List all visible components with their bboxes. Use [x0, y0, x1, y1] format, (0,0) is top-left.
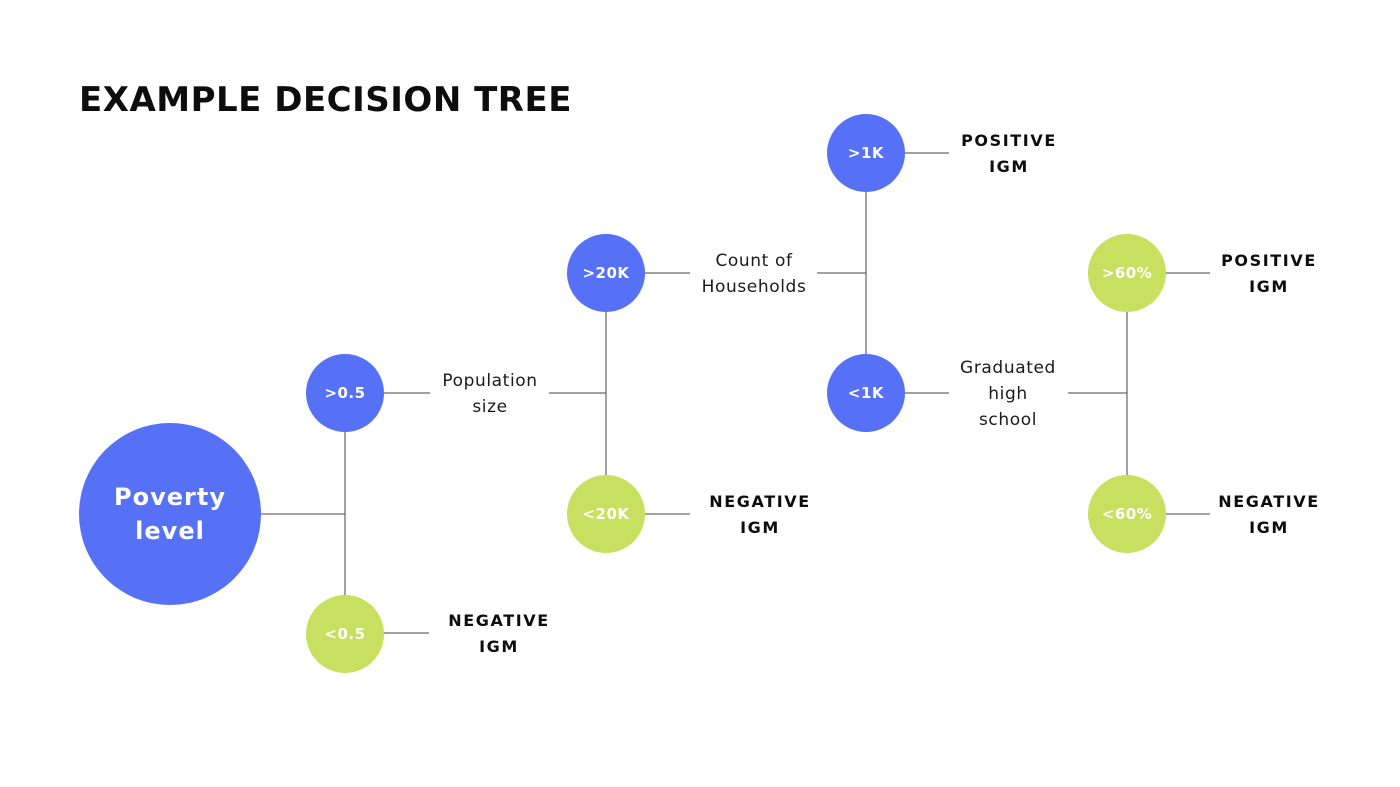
- outcome-lt-20k: NEGATIVE IGM: [709, 492, 811, 537]
- node-gt-0-5-label: >0.5: [324, 384, 366, 402]
- feature-label-population-size: Population size: [431, 368, 549, 420]
- root-node-poverty-level: Poverty level: [79, 423, 261, 605]
- node-gt-1k-label: >1K: [847, 144, 885, 162]
- outcome-gt-60-percent: POSITIVE IGM: [1221, 251, 1317, 296]
- node-lt-60-percent-label: <60%: [1101, 505, 1153, 523]
- node-lt-20k-label: <20K: [582, 505, 630, 523]
- feature-label-count-of-households: Count of Households: [691, 248, 817, 300]
- outcome-gt-1k: POSITIVE IGM: [961, 131, 1057, 176]
- outcome-lt-60-percent: NEGATIVE IGM: [1218, 492, 1320, 537]
- node-gt-60-percent: >60%: [1088, 234, 1166, 312]
- node-gt-20k: >20K: [567, 234, 645, 312]
- outcome-lt-0-5: NEGATIVE IGM: [448, 611, 550, 656]
- node-lt-20k: <20K: [567, 475, 645, 553]
- node-gt-0-5: >0.5: [306, 354, 384, 432]
- node-gt-20k-label: >20K: [582, 264, 630, 282]
- node-lt-1k: <1K: [827, 354, 905, 432]
- feature-label-graduated-high-school: Graduated high school: [950, 355, 1066, 433]
- node-lt-0-5: <0.5: [306, 595, 384, 673]
- root-node-label: Poverty level: [114, 483, 226, 545]
- node-lt-1k-label: <1K: [847, 384, 885, 402]
- node-lt-0-5-label: <0.5: [324, 625, 366, 643]
- node-gt-60-percent-label: >60%: [1101, 264, 1153, 282]
- node-lt-60-percent: <60%: [1088, 475, 1166, 553]
- node-gt-1k: >1K: [827, 114, 905, 192]
- page-title: EXAMPLE DECISION TREE: [79, 80, 572, 120]
